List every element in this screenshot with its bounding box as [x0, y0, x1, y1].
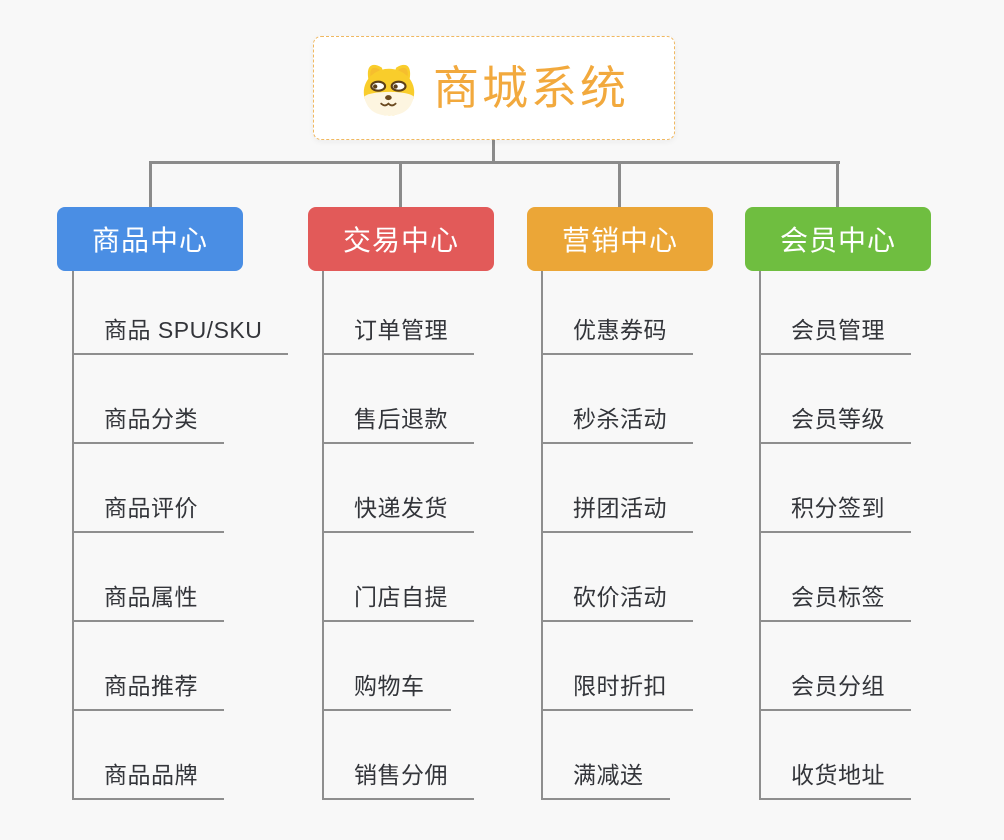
leaf-group-buy[interactable]: 拼团活动	[543, 444, 693, 533]
dog-face-icon	[359, 57, 419, 119]
leaf-product-recommend[interactable]: 商品推荐	[74, 622, 224, 711]
connector-stub-member	[836, 161, 839, 209]
leaf-product-brand[interactable]: 商品品牌	[74, 711, 224, 800]
branch-product-center[interactable]: 商品中心	[57, 207, 243, 271]
root-title: 商城系统	[433, 62, 629, 114]
leaf-bargain-activity[interactable]: 砍价活动	[543, 533, 693, 622]
branch-label: 会员中心	[779, 225, 896, 256]
branch-trade-center[interactable]: 交易中心	[308, 207, 494, 271]
branch-product-children: 商品 SPU/SKU 商品分类 商品评价 商品属性 商品推荐 商品品牌	[72, 271, 289, 800]
connector-root-stem	[492, 139, 495, 163]
branch-trade-children: 订单管理 售后退款 快递发货 门店自提 购物车 销售分佣	[322, 271, 474, 800]
branch-marketing-center[interactable]: 营销中心	[527, 207, 713, 271]
leaf-product-attribute[interactable]: 商品属性	[74, 533, 224, 622]
leaf-shopping-cart[interactable]: 购物车	[324, 622, 451, 711]
leaf-sales-commission[interactable]: 销售分佣	[324, 711, 474, 800]
leaf-points-checkin[interactable]: 积分签到	[761, 444, 911, 533]
leaf-product-category[interactable]: 商品分类	[74, 355, 224, 444]
leaf-express-delivery[interactable]: 快递发货	[324, 444, 474, 533]
branch-label: 商品中心	[91, 225, 208, 256]
leaf-store-pickup[interactable]: 门店自提	[324, 533, 474, 622]
branch-label: 交易中心	[342, 225, 459, 256]
branch-member-center[interactable]: 会员中心	[745, 207, 931, 271]
leaf-limited-discount[interactable]: 限时折扣	[543, 622, 693, 711]
leaf-product-spu-sku[interactable]: 商品 SPU/SKU	[74, 271, 289, 355]
leaf-member-group[interactable]: 会员分组	[761, 622, 911, 711]
leaf-coupon-code[interactable]: 优惠券码	[543, 271, 693, 355]
branch-marketing-children: 优惠券码 秒杀活动 拼团活动 砍价活动 限时折扣 满减送	[541, 271, 693, 800]
connector-horizontal-main	[149, 161, 840, 164]
leaf-member-level[interactable]: 会员等级	[761, 355, 911, 444]
connector-stub-marketing	[618, 161, 621, 209]
leaf-after-sale-refund[interactable]: 售后退款	[324, 355, 474, 444]
branch-member-children: 会员管理 会员等级 积分签到 会员标签 会员分组 收货地址	[759, 271, 911, 800]
root-node[interactable]: 商城系统	[313, 36, 675, 140]
connector-stub-trade	[399, 161, 402, 209]
leaf-order-management[interactable]: 订单管理	[324, 271, 474, 355]
leaf-shipping-address[interactable]: 收货地址	[761, 711, 911, 800]
leaf-member-tag[interactable]: 会员标签	[761, 533, 911, 622]
leaf-product-review[interactable]: 商品评价	[74, 444, 224, 533]
connector-stub-product	[149, 161, 152, 209]
leaf-member-management[interactable]: 会员管理	[761, 271, 911, 355]
branch-label: 营销中心	[561, 225, 678, 256]
leaf-full-reduction[interactable]: 满减送	[543, 711, 670, 800]
leaf-flash-sale[interactable]: 秒杀活动	[543, 355, 693, 444]
